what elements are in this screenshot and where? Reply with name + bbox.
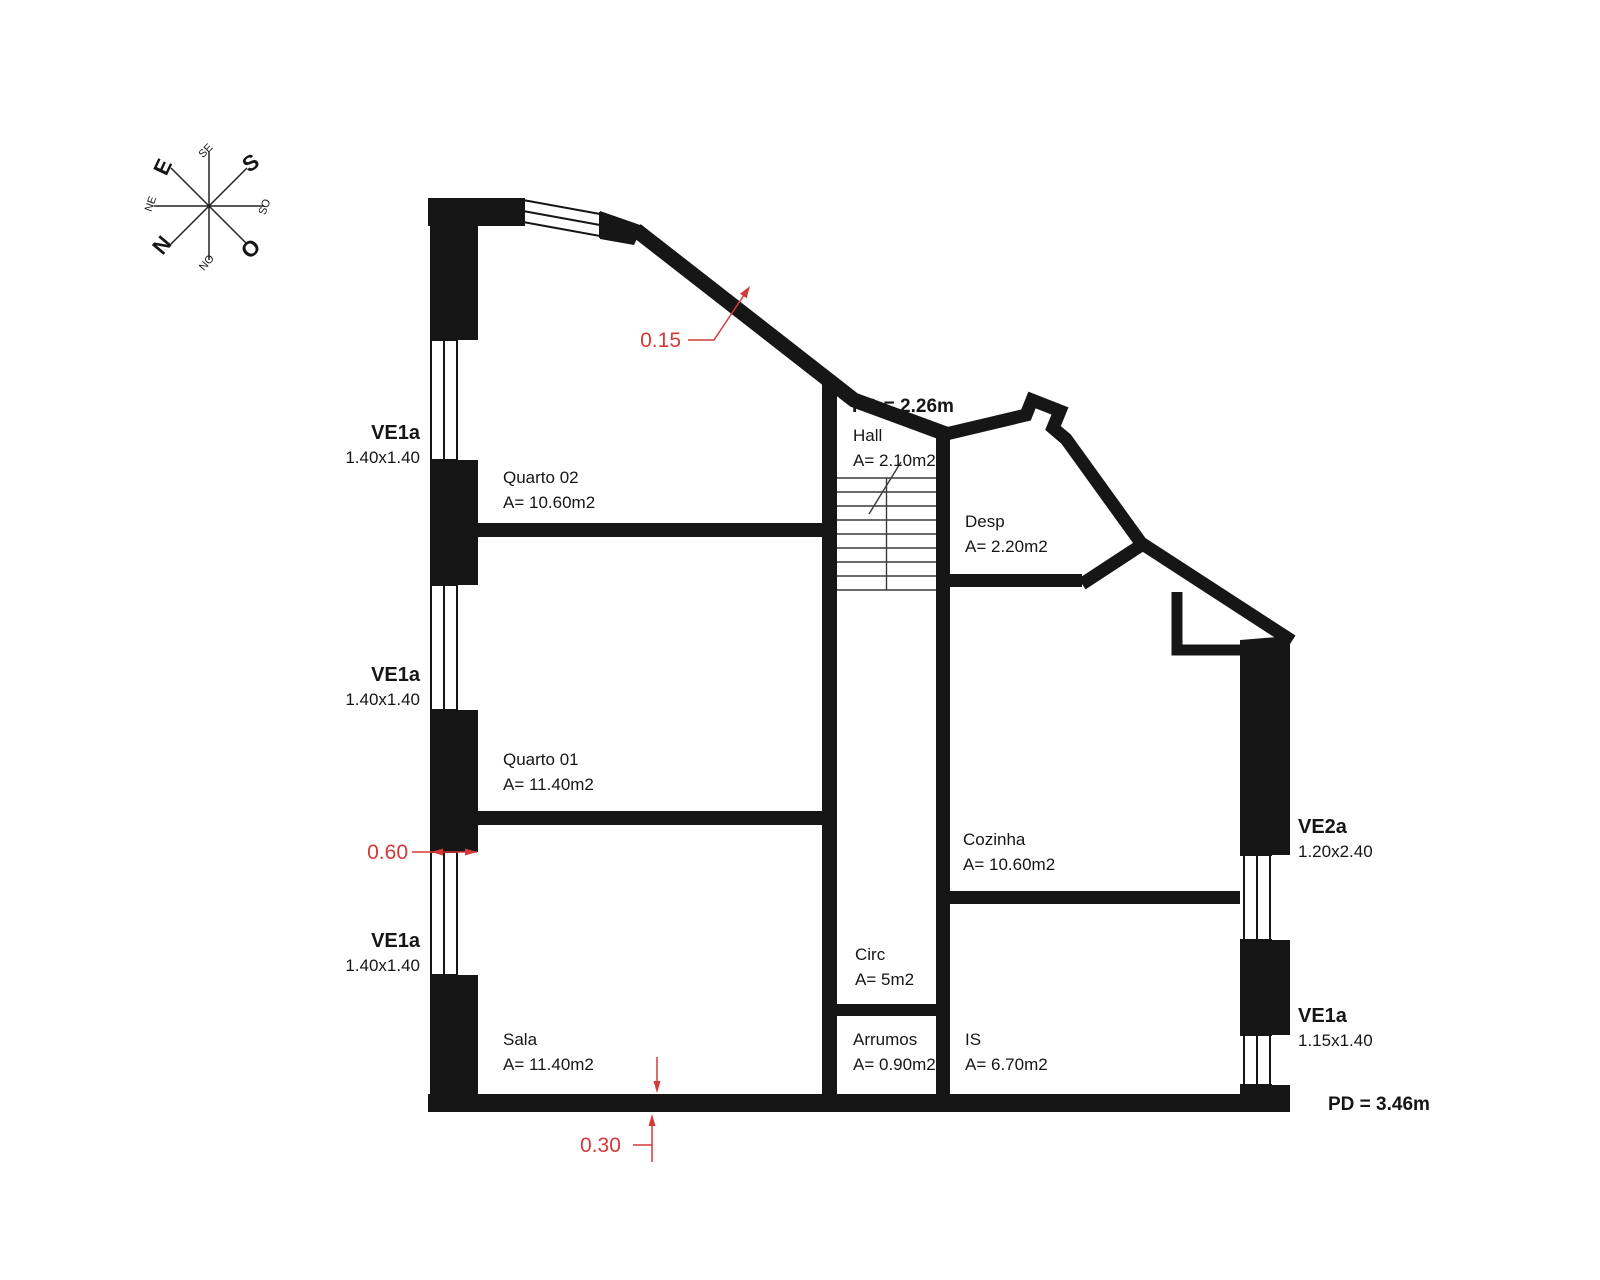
dimension-annotations: 0.15 0.60 0.30 — [367, 286, 750, 1162]
dim-left-wall-arrow-right — [465, 848, 477, 856]
window-label-ve1a-left-2: VE1a — [371, 664, 421, 686]
exterior-wall-diagonal — [631, 224, 949, 442]
interior-wall-corridor-left — [822, 378, 837, 1094]
interior-wall-quarto02-quarto01 — [478, 523, 822, 537]
compass-letter-no: NO — [197, 252, 217, 273]
exterior-wall-right-top — [1240, 636, 1290, 855]
room-area-is: A= 6.70m2 — [965, 1055, 1048, 1074]
window-glazing-left-2 — [430, 584, 458, 711]
exterior-wall-bottom — [428, 1094, 1290, 1112]
window-glazing-left-3 — [430, 851, 458, 976]
compass-letter-se: SE — [197, 142, 216, 161]
room-area-quarto-02: A= 10.60m2 — [503, 493, 595, 512]
window-size-ve1a-left-1: 1.40x1.40 — [345, 448, 420, 467]
window-glazing-left-1 — [430, 339, 458, 461]
room-area-desp: A= 2.20m2 — [965, 537, 1048, 556]
stairs — [837, 461, 936, 591]
interior-wall-desp-bottom — [950, 574, 1082, 587]
dim-bottom-wall-arrow-up — [648, 1114, 656, 1126]
room-label-quarto-01: Quarto 01 — [503, 750, 579, 769]
window-size-ve1a-right: 1.15x1.40 — [1298, 1031, 1373, 1050]
interior-wall-quarto01-sala — [478, 811, 822, 825]
ceiling-height-hall: PD = 2.26m — [852, 396, 954, 417]
window-label-ve1a-left-1: VE1a — [371, 422, 421, 444]
room-labels: Quarto 02 A= 10.60m2 Quarto 01 A= 11.40m… — [503, 426, 1055, 1074]
compass-line-diagonal-2 — [170, 167, 248, 245]
window-glazing-right-ve2a — [1240, 854, 1272, 941]
window-label-ve1a-right: VE1a — [1298, 1005, 1348, 1027]
dim-left-wall-arrow-left — [431, 848, 443, 856]
ceiling-height-labels: PD = 2.26m PD = 3.46m — [852, 396, 1430, 1115]
dim-diagonal-wall-arrow — [740, 286, 750, 299]
dim-bottom-wall-label: 0.30 — [580, 1134, 621, 1157]
dim-diagonal-wall-label: 0.15 — [640, 329, 681, 352]
room-label-quarto-02: Quarto 02 — [503, 468, 579, 487]
compass-rose — [154, 152, 264, 260]
room-area-cozinha: A= 10.60m2 — [963, 855, 1055, 874]
room-area-hall: A= 2.10m2 — [853, 451, 936, 470]
window-size-ve2a-right: 1.20x2.40 — [1298, 842, 1373, 861]
room-area-arrumos: A= 0.90m2 — [853, 1055, 936, 1074]
room-label-sala: Sala — [503, 1030, 538, 1049]
window-glazing-top — [522, 198, 601, 238]
compass-letter-e: E — [148, 155, 177, 179]
window-glazing-right-ve1a — [1240, 1034, 1272, 1086]
walls — [428, 198, 1290, 1112]
window-size-ve1a-left-3: 1.40x1.40 — [345, 956, 420, 975]
interior-wall-corridor-right — [936, 428, 950, 1094]
compass-letter-so: SO — [257, 197, 274, 216]
dim-bottom-wall-arrow-down — [653, 1081, 661, 1093]
interior-wall-desp-angled — [1078, 540, 1144, 590]
ceiling-height-main: PD = 3.46m — [1328, 1094, 1430, 1115]
stair-break-line — [868, 461, 902, 515]
wall-strokes — [631, 224, 1296, 656]
room-area-quarto-01: A= 11.40m2 — [503, 775, 594, 794]
room-label-cozinha: Cozinha — [963, 830, 1026, 849]
exterior-wall-left-segment — [430, 710, 478, 852]
interior-wall-cozinha-step — [1171, 592, 1242, 656]
room-area-circ: A= 5m2 — [855, 970, 914, 989]
window-size-ve1a-left-2: 1.40x1.40 — [345, 690, 420, 709]
compass-letter-n: N — [147, 231, 176, 259]
window-labels: VE1a 1.40x1.40 VE1a 1.40x1.40 VE1a 1.40x… — [345, 422, 1372, 1050]
window-lines — [430, 198, 1272, 1086]
room-area-sala: A= 11.40m2 — [503, 1055, 594, 1074]
room-label-arrumos: Arrumos — [853, 1030, 917, 1049]
room-label-circ: Circ — [855, 945, 886, 964]
room-label-desp: Desp — [965, 512, 1005, 531]
room-label-hall: Hall — [853, 426, 882, 445]
room-label-is: IS — [965, 1030, 981, 1049]
window-label-ve2a-right: VE2a — [1298, 816, 1348, 838]
exterior-wall-left-segment — [430, 975, 478, 1112]
interior-wall-arrumos-top — [837, 1004, 936, 1016]
exterior-wall-top — [428, 198, 525, 226]
exterior-wall-left-segment — [430, 460, 478, 585]
window-label-ve1a-left-3: VE1a — [371, 930, 421, 952]
exterior-wall-top-right — [944, 391, 1296, 647]
dim-left-wall-label: 0.60 — [367, 841, 408, 864]
dim-diagonal-wall-leader — [688, 294, 745, 341]
exterior-wall-right-segment — [1240, 940, 1290, 1035]
compass-letter-ne: NE — [143, 195, 160, 213]
interior-wall-cozinha-is — [950, 891, 1240, 904]
